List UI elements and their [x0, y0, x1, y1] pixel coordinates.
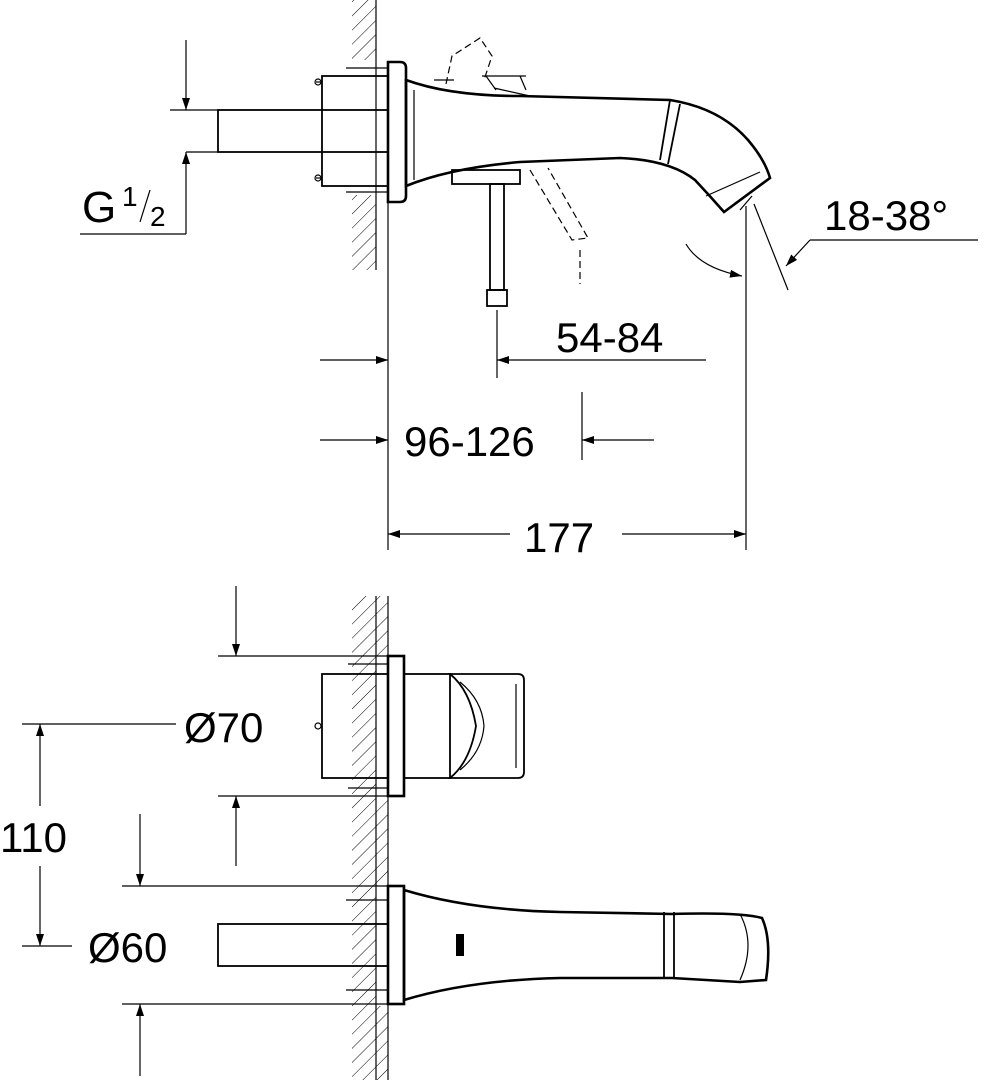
- thread-dimension: G 1 2: [80, 40, 218, 235]
- escutcheon-side: [386, 60, 408, 204]
- handle-projection-dimension: 54-84: [320, 310, 706, 378]
- spout-reach-dimension: 177: [388, 514, 746, 561]
- wall-depth-dimension: 96-126: [320, 392, 654, 465]
- rough-in-body-side: [217, 67, 389, 193]
- spout-diameter-dimension: Ø60: [88, 814, 388, 1076]
- wall-depth-label: 96-126: [404, 418, 535, 465]
- handle-body-top: [314, 654, 525, 798]
- center-distance-label: 110: [0, 814, 67, 861]
- thread-label-prefix: G: [82, 183, 116, 232]
- brand-logo-icon: [456, 934, 464, 956]
- spout-diameter-label: Ø60: [88, 924, 167, 971]
- spout-side: [404, 78, 772, 214]
- side-view: G 1 2 18-38° 54-84 96-126: [80, 0, 978, 561]
- angle-label: 18-38°: [824, 192, 948, 239]
- angle-dimension: 18-38°: [685, 192, 978, 550]
- wall-side: [352, 0, 377, 270]
- handle-projection-label: 54-84: [556, 314, 663, 361]
- wall-top: [352, 596, 389, 1080]
- center-distance-dimension: 110: [0, 723, 176, 947]
- top-view: Ø70 110 Ø60: [0, 586, 770, 1080]
- spout-reach-label: 177: [524, 514, 594, 561]
- spout-top: [217, 884, 770, 1006]
- handle-lever-side: [451, 75, 527, 307]
- handle-diameter-label: Ø70: [184, 704, 263, 751]
- thread-label-denominator: 2: [150, 201, 166, 232]
- handle-diameter-dimension: Ø70: [184, 586, 388, 866]
- handle-alternate-positions: [445, 37, 589, 284]
- thread-label-numerator: 1: [122, 181, 138, 212]
